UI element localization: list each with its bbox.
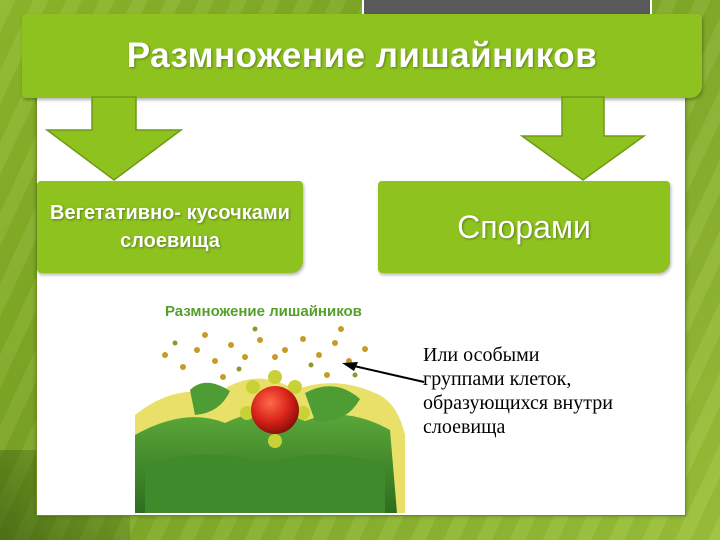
caption-line-4: слоевища <box>423 416 506 438</box>
caption-line-2: группами клеток, <box>423 368 572 390</box>
caption-line-3: образующихся внутри <box>423 392 613 414</box>
illustration-title: Размножение лишайников <box>165 303 362 320</box>
lichen-illustration <box>135 295 417 513</box>
title-box: Размножение лишайников <box>22 14 702 98</box>
spores-label: Спорами <box>457 208 591 245</box>
vegetative-box: Вегетативно- кусочками слоевища <box>37 181 303 273</box>
down-arrow-left-icon <box>44 96 184 181</box>
down-arrow-right-icon <box>520 96 647 181</box>
spores-box: Спорами <box>378 181 670 273</box>
caption-line-1: Или особыми <box>423 344 540 366</box>
slide-title: Размножение лишайников <box>126 36 598 75</box>
vegetative-line-2: слоевища <box>120 230 220 252</box>
pointer-arrow-icon <box>342 362 425 383</box>
vegetative-line-1: Вегетативно- кусочками <box>50 202 290 224</box>
caption-text: Или особыми группами клеток, образующихс… <box>423 343 673 439</box>
